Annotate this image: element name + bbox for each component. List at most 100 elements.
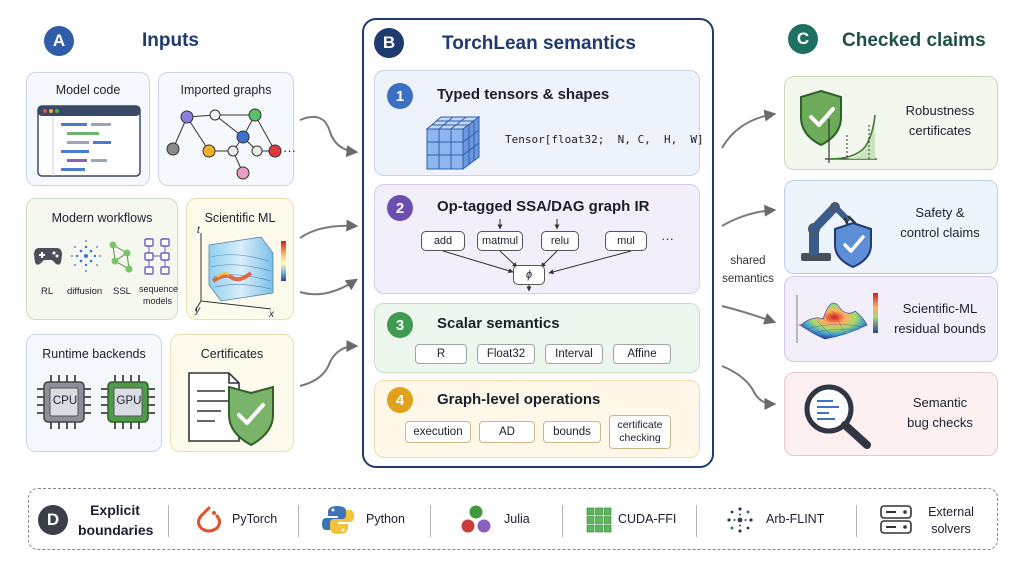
bug-checks-text: Semantic bug checks bbox=[885, 393, 995, 433]
sciml-line-2: residual bounds bbox=[894, 321, 986, 336]
scalar-semantics-title: Scalar semantics bbox=[437, 315, 560, 332]
graph-operations-title: Graph-level operations bbox=[437, 391, 601, 408]
workflow-models-label: models bbox=[143, 296, 173, 306]
server-stack-icon bbox=[880, 505, 912, 534]
surface-plot-icon bbox=[796, 293, 878, 343]
bug-checks-card: Semantic bug checks bbox=[784, 372, 998, 456]
shared-semantics-label: shared semantics bbox=[716, 252, 780, 288]
robustness-line-1: Robustness bbox=[905, 103, 975, 118]
cuda-grid-icon bbox=[586, 507, 612, 533]
op-node-matmul: matmul bbox=[477, 231, 523, 251]
phi-node: ϕ bbox=[513, 265, 545, 285]
code-editor-icon bbox=[37, 105, 141, 177]
pytorch-label: PyTorch bbox=[232, 512, 278, 526]
scientific-ml-card: Scientific ML t x y bbox=[186, 198, 294, 320]
runtime-backends-card: Runtime backends CPU GPU bbox=[26, 334, 162, 452]
robustness-line-2: certificates bbox=[908, 123, 972, 138]
graph-ellipsis: ··· bbox=[283, 143, 296, 158]
julia-label: Julia bbox=[504, 512, 530, 526]
gpu-label: GPU bbox=[116, 395, 142, 407]
python-icon bbox=[322, 506, 354, 534]
axis-y-label: y bbox=[195, 305, 200, 316]
claims-title: Checked claims bbox=[842, 30, 986, 51]
external-solvers-label: External solvers bbox=[918, 504, 984, 538]
section-c-badge: C bbox=[788, 24, 818, 54]
imported-graphs-label: Imported graphs bbox=[180, 83, 272, 97]
certificate-word: certificate bbox=[617, 419, 663, 431]
separator-3 bbox=[430, 505, 431, 537]
bug-checks-line-2: bug checks bbox=[907, 415, 973, 430]
axis-t-label: t bbox=[197, 225, 200, 236]
op-node-relu: relu bbox=[541, 231, 579, 251]
graph-ir-title: Op-tagged SSA/DAG graph IR bbox=[437, 198, 650, 215]
step-1-badge: 1 bbox=[387, 83, 413, 109]
separator-1 bbox=[168, 505, 169, 537]
scalar-float32: Float32 bbox=[477, 344, 535, 364]
arb-flint-label: Arb-FLINT bbox=[766, 512, 825, 526]
tensor-cube-icon bbox=[425, 116, 481, 170]
runtime-backends-label: Runtime backends bbox=[42, 347, 146, 361]
claim-arrows bbox=[721, 109, 777, 410]
scalar-semantics-card: 3 Scalar semantics R Float32 Interval Af… bbox=[374, 303, 700, 373]
python-label: Python bbox=[366, 512, 405, 526]
sciml-text: Scientific-ML residual bounds bbox=[885, 299, 995, 339]
op-execution: execution bbox=[405, 421, 471, 443]
arb-flint-dots-icon bbox=[727, 507, 753, 533]
certificate-document-icon bbox=[188, 372, 274, 447]
separator-6 bbox=[856, 505, 857, 537]
scalar-interval: Interval bbox=[545, 344, 603, 364]
certificates-label: Certificates bbox=[200, 347, 264, 361]
workflow-sequence-label: sequence bbox=[139, 284, 179, 294]
inputs-title: Inputs bbox=[142, 30, 199, 51]
graph-network-icon bbox=[166, 108, 282, 180]
ssl-network-icon bbox=[109, 241, 133, 273]
boundaries-title-line-2: boundaries bbox=[78, 522, 154, 538]
op-node-add: add bbox=[421, 231, 465, 251]
model-code-card: Model code bbox=[26, 72, 150, 186]
safety-card: Safety & control claims bbox=[784, 180, 998, 274]
semantics-word: semantics bbox=[722, 273, 774, 285]
safety-line-2: control claims bbox=[900, 225, 980, 240]
pytorch-icon bbox=[197, 506, 221, 533]
op-certificate-checking: certificate checking bbox=[609, 415, 671, 449]
section-d-badge: D bbox=[38, 505, 68, 535]
graph-ir-card: 2 Op-tagged SSA/DAG graph IR add matmul … bbox=[374, 184, 700, 294]
boundaries-title-line-1: Explicit bbox=[90, 502, 140, 518]
sciml-card: Scientific-ML residual bounds bbox=[784, 276, 998, 362]
external-word: External bbox=[928, 505, 974, 519]
robustness-text: Robustness certificates bbox=[885, 101, 995, 141]
op-ellipsis: ··· bbox=[661, 231, 674, 246]
bug-checks-line-1: Semantic bbox=[912, 395, 968, 410]
graph-operations-card: 4 Graph-level operations execution AD bo… bbox=[374, 380, 700, 458]
safety-text: Safety & control claims bbox=[885, 203, 995, 243]
solvers-word: solvers bbox=[931, 522, 971, 536]
separator-4 bbox=[562, 505, 563, 537]
workflow-rl-label: RL bbox=[41, 286, 54, 297]
boundaries-panel bbox=[28, 488, 998, 550]
step-3-badge: 3 bbox=[387, 312, 413, 338]
axis-x-label: x bbox=[269, 309, 274, 320]
boundaries-title: Explicit boundaries bbox=[78, 500, 154, 540]
gpu-chip-icon bbox=[101, 375, 155, 429]
shield-check-chart-icon bbox=[800, 89, 877, 163]
op-bounds: bounds bbox=[543, 421, 601, 443]
step-4-badge: 4 bbox=[387, 387, 413, 413]
imported-graphs-card: Imported graphs ··· bbox=[158, 72, 296, 186]
scientific-ml-label: Scientific ML bbox=[204, 211, 276, 225]
op-ad: AD bbox=[479, 421, 535, 443]
robot-arm-shield-icon bbox=[801, 202, 872, 269]
input-arrows bbox=[299, 116, 359, 387]
magnifier-icon bbox=[804, 384, 871, 449]
scalar-real: R bbox=[415, 344, 467, 364]
step-2-badge: 2 bbox=[387, 195, 413, 221]
model-code-label: Model code bbox=[55, 83, 121, 97]
gamepad-icon bbox=[34, 248, 62, 265]
robustness-card: Robustness certificates bbox=[784, 76, 998, 170]
cpu-chip-icon bbox=[37, 375, 91, 429]
separator-5 bbox=[696, 505, 697, 537]
typed-tensors-card: 1 Typed tensors & shapes Tensor[float32;… bbox=[374, 70, 704, 176]
typed-tensors-title: Typed tensors & shapes bbox=[437, 86, 610, 103]
cpu-label: CPU bbox=[52, 395, 78, 407]
safety-line-1: Safety & bbox=[915, 205, 965, 220]
modern-workflows-label: Modern workflows bbox=[51, 211, 153, 225]
